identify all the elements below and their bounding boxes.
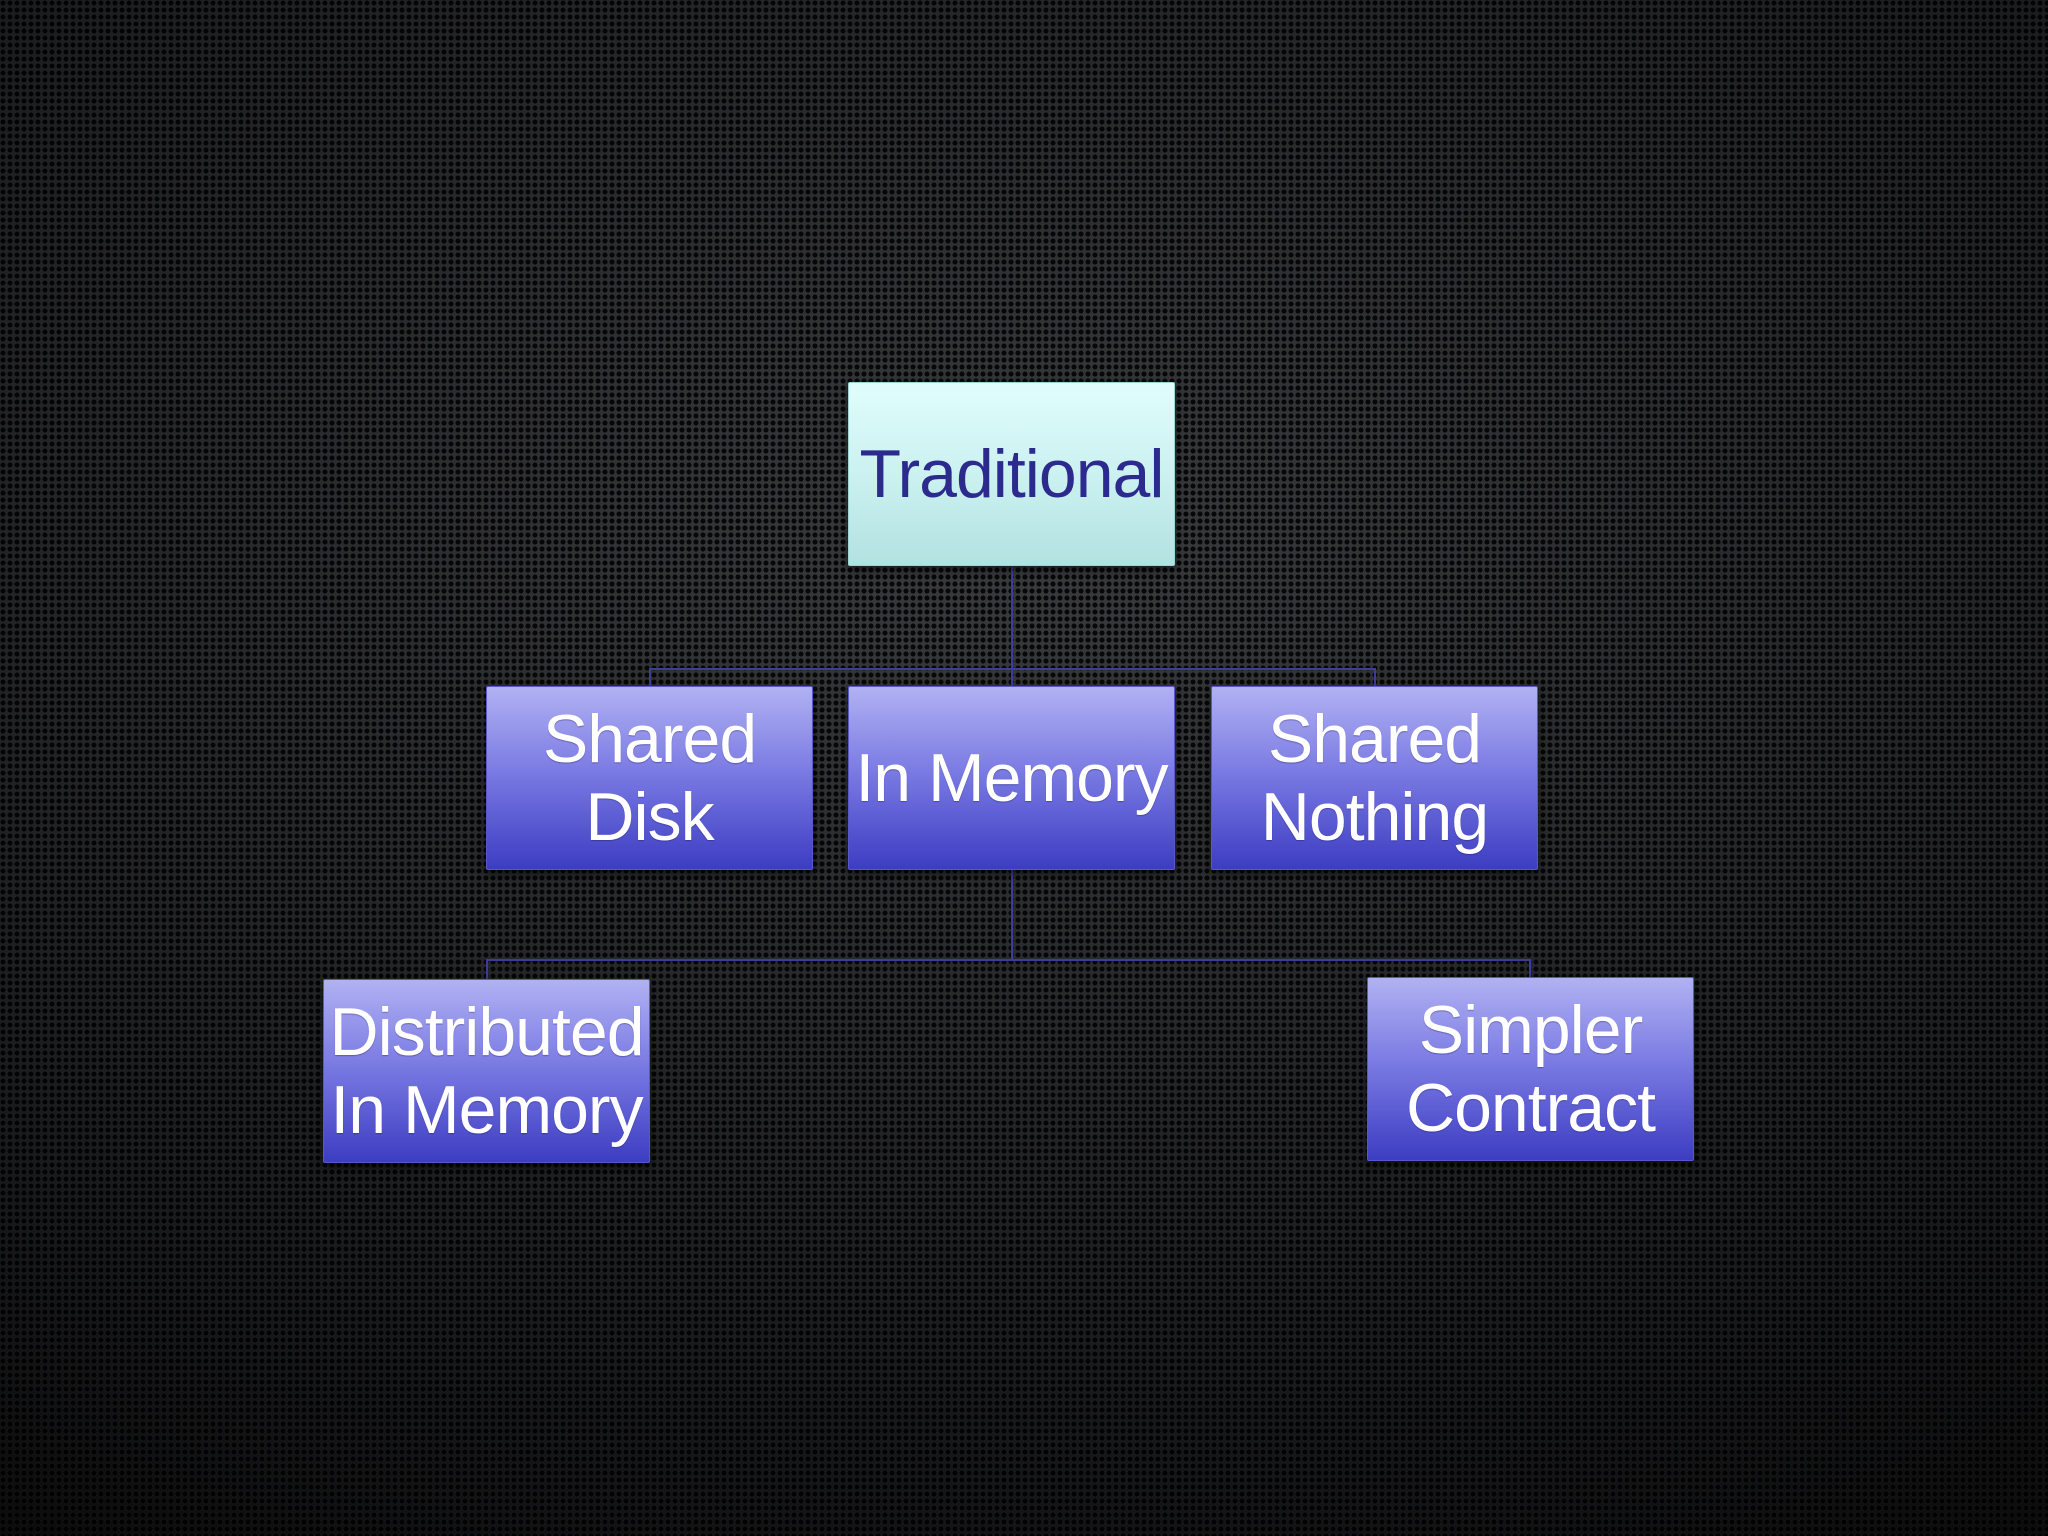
node-simpler-contract: Simpler Contract — [1367, 977, 1694, 1161]
node-distributed-in-memory-label: Distributed In Memory — [329, 993, 644, 1148]
node-distributed-in-memory: Distributed In Memory — [323, 979, 650, 1163]
node-shared-nothing: Shared Nothing — [1211, 686, 1538, 870]
node-shared-disk-label: Shared Disk — [542, 700, 757, 855]
node-in-memory: In Memory — [848, 686, 1175, 870]
node-in-memory-label: In Memory — [855, 739, 1168, 816]
node-simpler-contract-label: Simpler Contract — [1406, 991, 1656, 1146]
connector-traditional-children — [649, 566, 1376, 686]
node-shared-disk: Shared Disk — [486, 686, 813, 870]
node-shared-nothing-label: Shared Nothing — [1260, 700, 1489, 855]
connector-in-memory-children — [486, 870, 1531, 979]
node-traditional: Traditional — [848, 382, 1175, 566]
node-traditional-label: Traditional — [859, 435, 1165, 512]
